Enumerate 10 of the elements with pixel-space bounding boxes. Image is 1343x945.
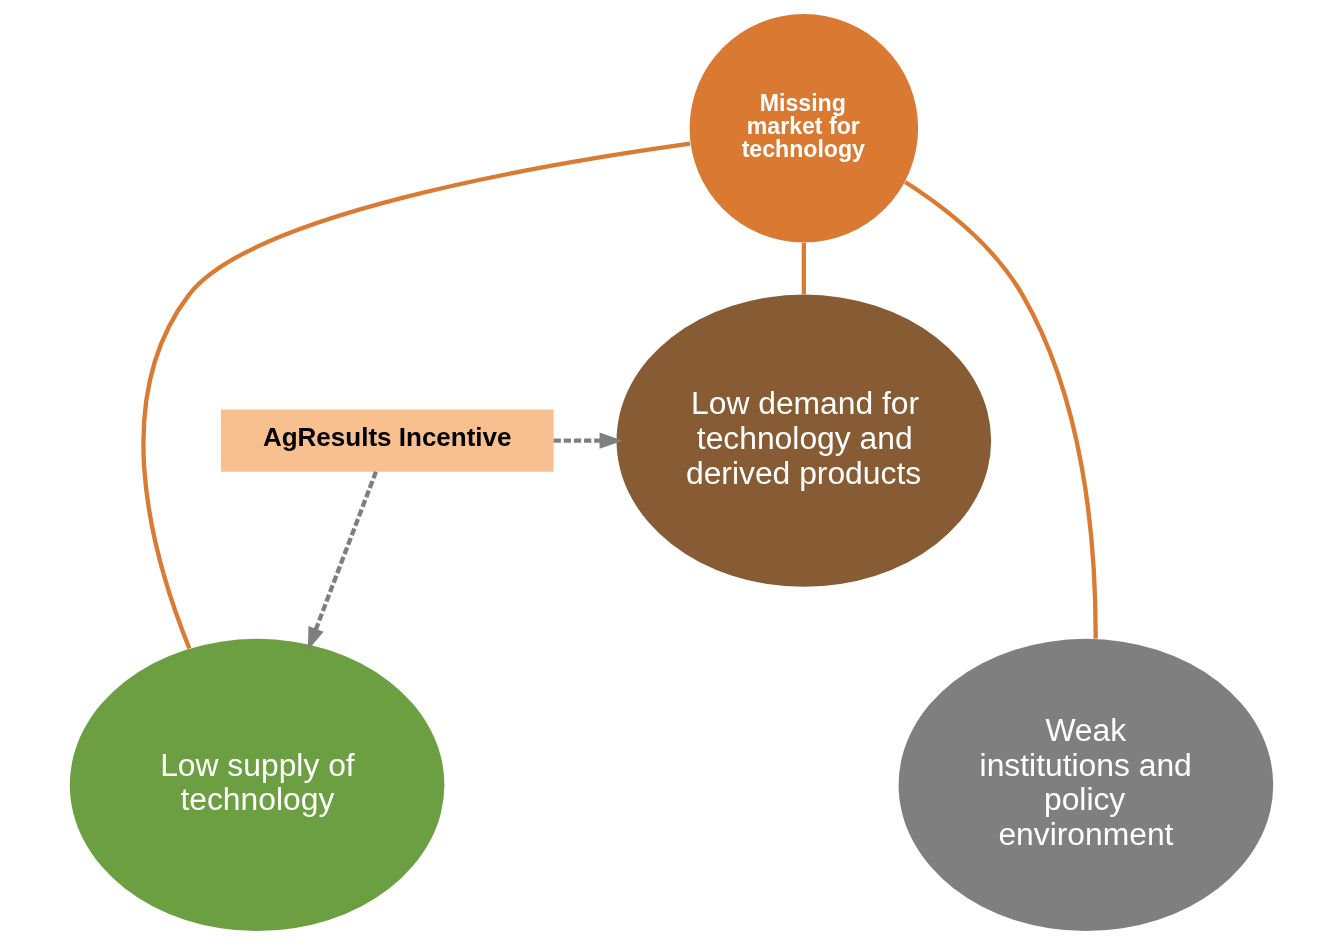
- node-ellipse: Low demand for technology and derived products: [616, 294, 992, 587]
- node-ellipse: Low supply of technology: [69, 638, 445, 931]
- arrow: [553, 432, 623, 449]
- arrow: [307, 471, 378, 651]
- connector: [141, 141, 691, 650]
- connector: [904, 180, 1098, 639]
- node-circle: Missing market for technology: [689, 14, 919, 243]
- node-ellipse: Weak institutions and policy environment: [898, 638, 1274, 931]
- connector: [801, 242, 806, 295]
- node-box: AgResults Incentive: [220, 409, 554, 472]
